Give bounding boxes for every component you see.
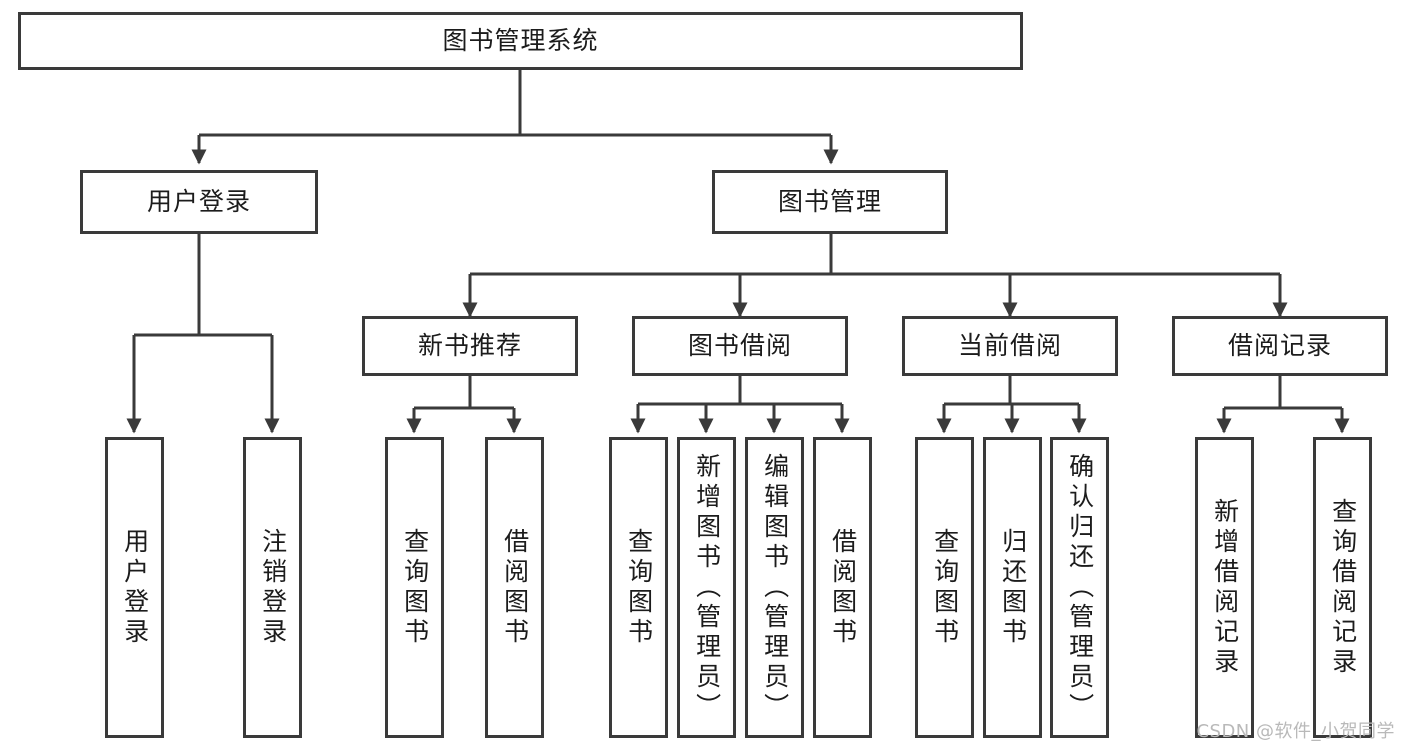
node-current-borrow-label: 当前借阅: [957, 331, 1062, 361]
node-new-book-rec[interactable]: 新书推荐: [362, 316, 578, 376]
node-user-login-label: 用户登录: [146, 187, 251, 217]
leaf-borrow-book-2-label: 借阅图书: [828, 527, 858, 648]
node-borrow-record[interactable]: 借阅记录: [1172, 316, 1388, 376]
leaf-add-record[interactable]: 新增借阅记录: [1195, 437, 1254, 738]
leaf-confirm-return-admin-label: 确认归还（管理员）: [1065, 452, 1095, 723]
leaf-query-record-label: 查询借阅记录: [1328, 497, 1358, 678]
node-book-borrow-label: 图书借阅: [687, 331, 792, 361]
node-book-manage-label: 图书管理: [777, 187, 882, 217]
leaf-query-book-1-label: 查询图书: [400, 527, 430, 648]
node-current-borrow[interactable]: 当前借阅: [902, 316, 1118, 376]
node-borrow-record-label: 借阅记录: [1227, 331, 1332, 361]
node-book-borrow[interactable]: 图书借阅: [632, 316, 848, 376]
leaf-return-book-label: 归还图书: [998, 527, 1028, 648]
leaf-add-book-admin-label: 新增图书（管理员）: [692, 452, 722, 723]
leaf-confirm-return-admin[interactable]: 确认归还（管理员）: [1050, 437, 1109, 738]
leaf-query-book-3-label: 查询图书: [930, 527, 960, 648]
leaf-query-book-2-label: 查询图书: [624, 527, 654, 648]
leaf-logout-login-label: 注销登录: [258, 527, 288, 648]
node-user-login[interactable]: 用户登录: [80, 170, 318, 234]
leaf-borrow-book-2[interactable]: 借阅图书: [813, 437, 872, 738]
leaf-query-record[interactable]: 查询借阅记录: [1313, 437, 1372, 738]
leaf-borrow-book-1-label: 借阅图书: [500, 527, 530, 648]
leaf-add-book-admin[interactable]: 新增图书（管理员）: [677, 437, 736, 738]
leaf-query-book-1[interactable]: 查询图书: [385, 437, 444, 738]
leaf-logout-login[interactable]: 注销登录: [243, 437, 302, 738]
leaf-edit-book-admin[interactable]: 编辑图书（管理员）: [745, 437, 804, 738]
leaf-borrow-book-1[interactable]: 借阅图书: [485, 437, 544, 738]
node-book-manage[interactable]: 图书管理: [712, 170, 948, 234]
leaf-query-book-3[interactable]: 查询图书: [915, 437, 974, 738]
leaf-edit-book-admin-label: 编辑图书（管理员）: [760, 452, 790, 723]
node-new-book-rec-label: 新书推荐: [417, 331, 522, 361]
node-root-label: 图书管理系统: [442, 26, 599, 56]
leaf-query-book-2[interactable]: 查询图书: [609, 437, 668, 738]
leaf-user-login-label: 用户登录: [120, 527, 150, 648]
node-root[interactable]: 图书管理系统: [18, 12, 1023, 70]
leaf-user-login[interactable]: 用户登录: [105, 437, 164, 738]
leaf-return-book[interactable]: 归还图书: [983, 437, 1042, 738]
leaf-add-record-label: 新增借阅记录: [1210, 497, 1240, 678]
